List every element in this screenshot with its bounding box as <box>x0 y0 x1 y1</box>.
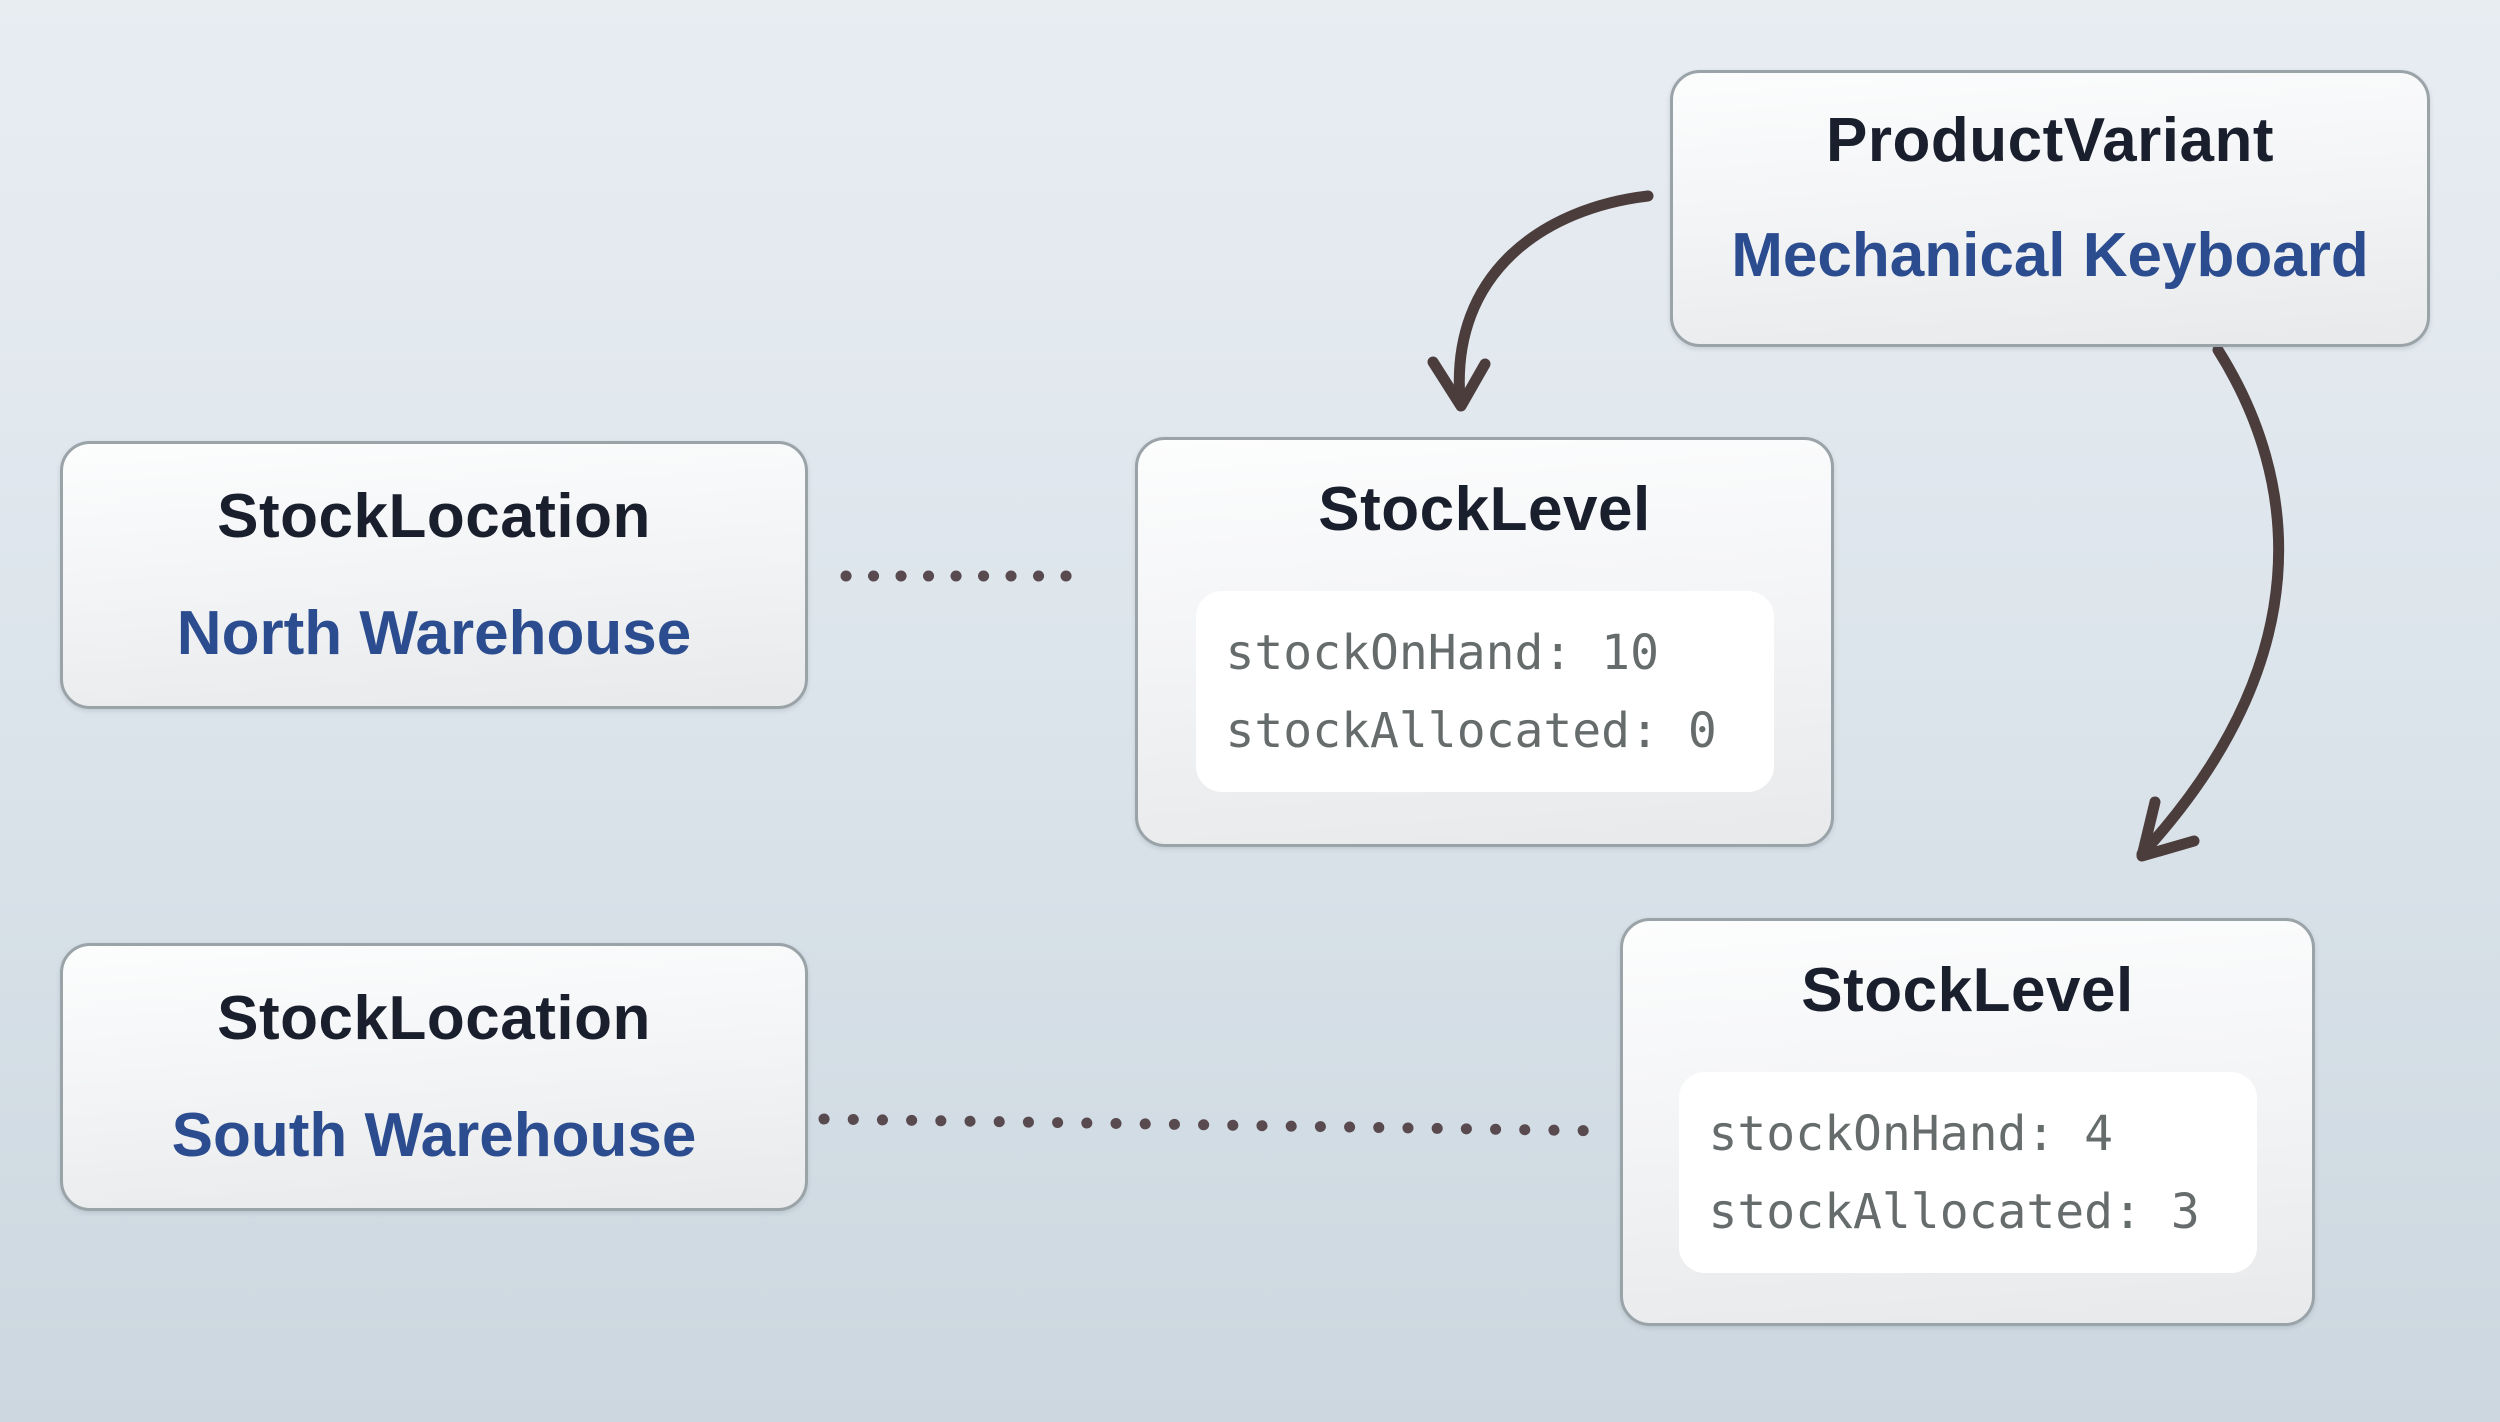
entity-card-stock-location-south: StockLocation South Warehouse <box>60 943 808 1211</box>
entity-type-label: StockLevel <box>1318 475 1651 544</box>
entity-name: South Warehouse <box>171 1101 697 1170</box>
field-line-stock-allocated: stockAllocated: 0 <box>1225 702 1717 759</box>
entity-card-stock-location-north: StockLocation North Warehouse <box>60 441 808 709</box>
dotted-link-south <box>818 1113 1614 1137</box>
entity-card-stock-level-south: StockLevel stockOnHand: 4 stockAllocated… <box>1620 918 2315 1326</box>
entity-type-label: StockLocation <box>217 482 651 551</box>
arrowhead-stocklevel-north-icon <box>1427 356 1491 412</box>
entity-card-product-variant: ProductVariant Mechanical Keyboard <box>1670 70 2430 347</box>
field-line-stock-allocated: stockAllocated: 3 <box>1708 1183 2200 1240</box>
field-line-stock-on-hand: stockOnHand: 10 <box>1225 624 1659 681</box>
entity-card-stock-level-north: StockLevel stockOnHand: 10 stockAllocate… <box>1135 437 1834 847</box>
arrow-productvariant-to-stocklevel-north <box>1453 190 1654 406</box>
entity-type-label: StockLevel <box>1801 956 2134 1025</box>
arrow-productvariant-to-stocklevel-south <box>2136 344 2285 860</box>
field-line-stock-on-hand: stockOnHand: 4 <box>1708 1105 2114 1162</box>
arrowhead-stocklevel-south-icon <box>2136 796 2200 862</box>
entity-type-label: StockLocation <box>217 984 651 1053</box>
entity-type-label: ProductVariant <box>1826 106 2274 175</box>
entity-name: North Warehouse <box>176 599 692 668</box>
entity-name: Mechanical Keyboard <box>1731 221 2369 290</box>
fields-panel: stockOnHand: 4 stockAllocated: 3 <box>1678 1072 2257 1273</box>
fields-panel: stockOnHand: 10 stockAllocated: 0 <box>1195 591 1774 792</box>
